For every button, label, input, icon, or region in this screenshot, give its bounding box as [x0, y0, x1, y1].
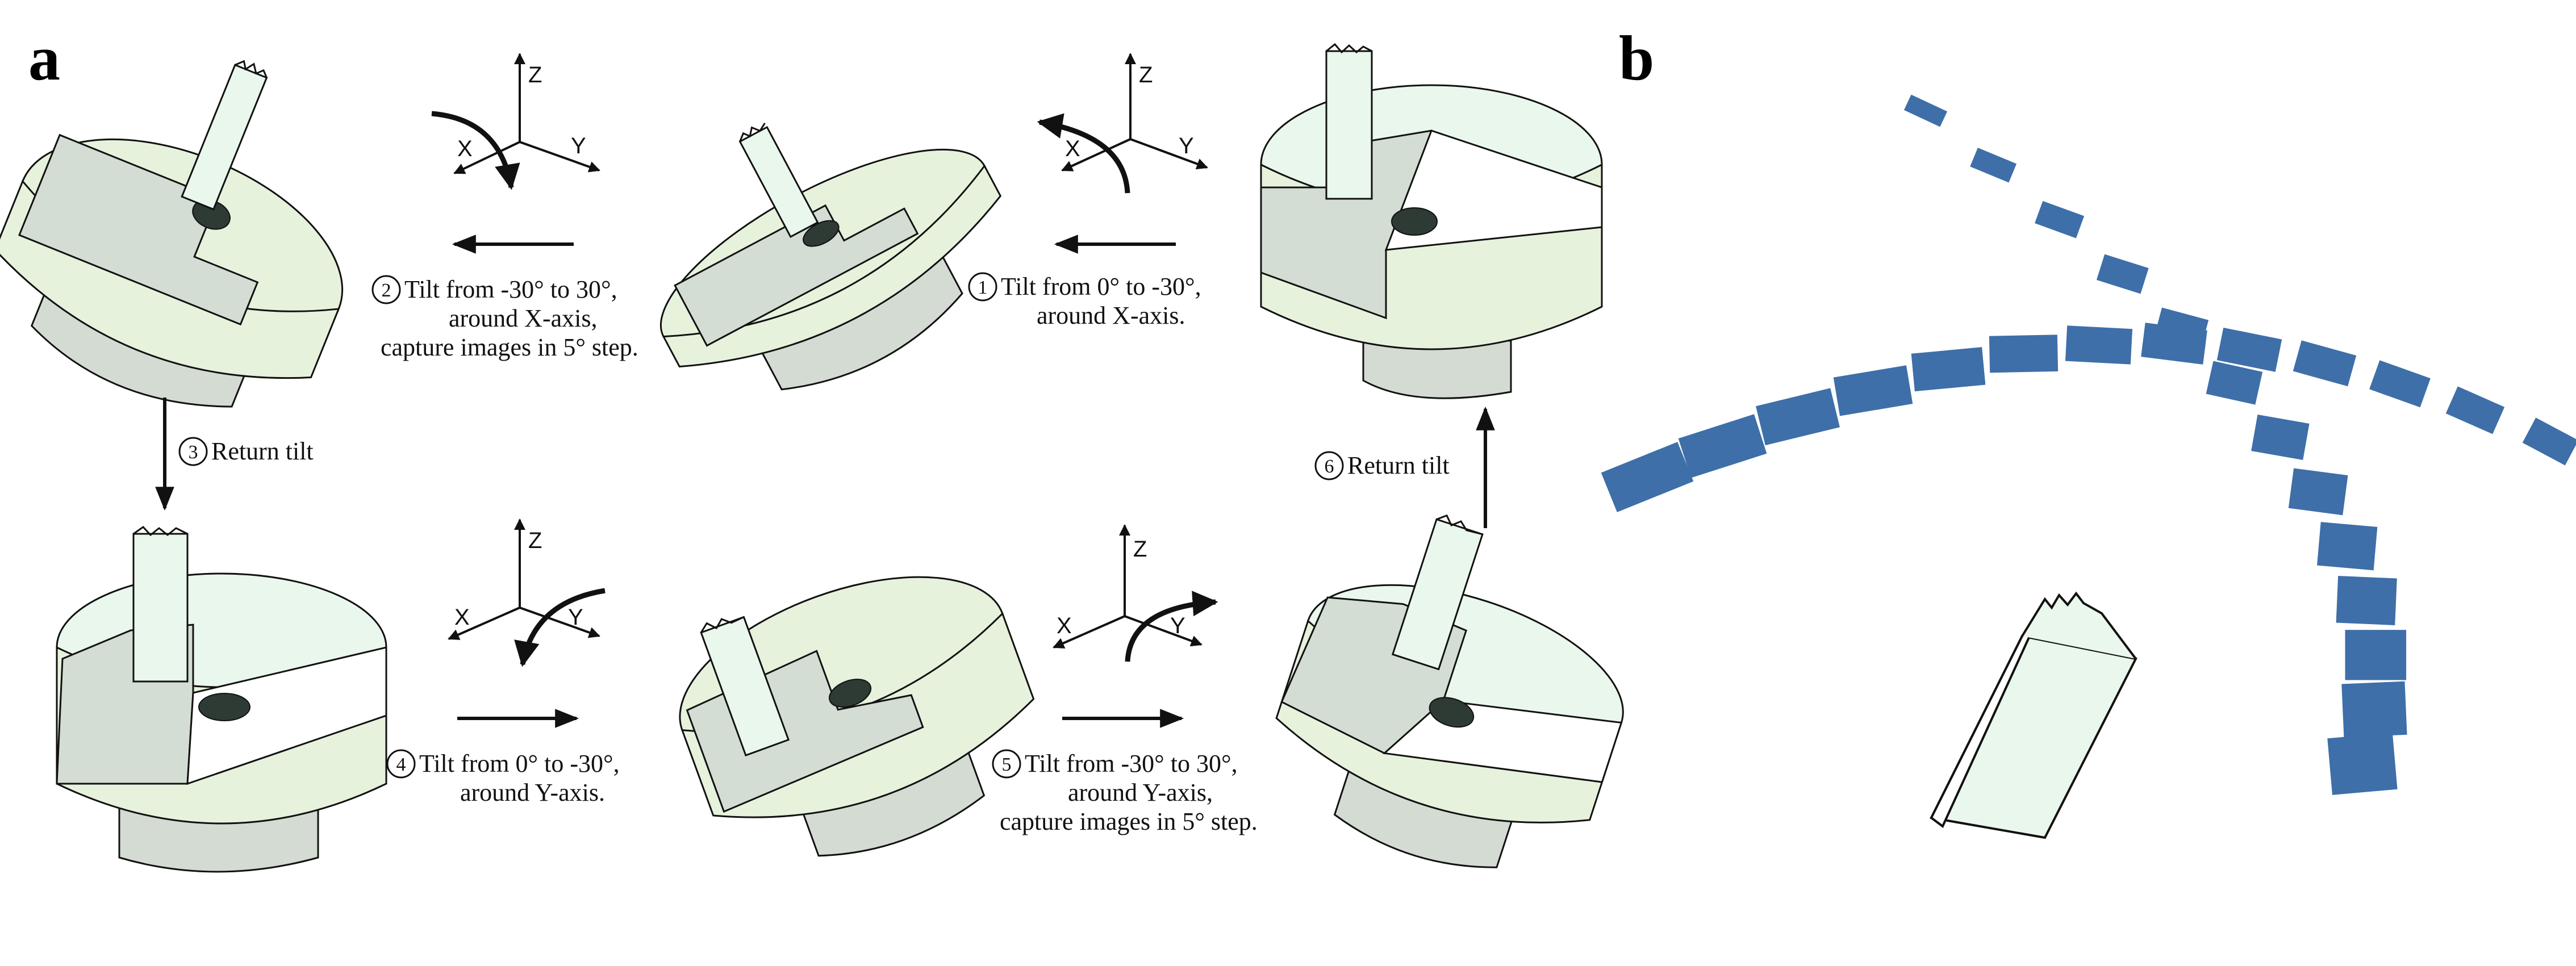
axis-y-label: Y — [1170, 613, 1185, 638]
step-2-number: 2 — [382, 280, 391, 301]
step-6-number: 6 — [1325, 456, 1334, 477]
step-5-line-3: capture images in 5° step. — [1000, 808, 1258, 835]
step-5-line-2: around Y-axis, — [1068, 779, 1213, 806]
sample-holder-bottom-right — [1275, 514, 1624, 868]
step-1-line-2: around X-axis. — [1037, 302, 1185, 329]
step-3-caption: 3 Return tilt — [178, 437, 314, 466]
tilt-tile — [2327, 733, 2398, 795]
tilt-tile — [2154, 307, 2209, 350]
step-3-line-1: Return tilt — [211, 437, 314, 465]
tilt-tile — [1903, 94, 1948, 127]
tilt-tile — [1756, 388, 1840, 446]
tilt-tile — [1911, 347, 1986, 392]
step-2-line-3: capture images in 5° step. — [381, 333, 638, 361]
step-1-line-1: Tilt from 0° to -30°, — [1001, 273, 1201, 300]
axis-triad-icon: Z X Y — [1053, 524, 1218, 662]
tilt-tile — [1678, 414, 1767, 478]
step-2-line-2: around X-axis, — [449, 304, 598, 332]
axis-x-label: X — [454, 605, 470, 630]
tilt-tile — [2251, 414, 2310, 461]
tilt-tile — [2096, 254, 2149, 294]
rotation-arrow-icon — [431, 111, 520, 190]
axis-y-label: Y — [571, 133, 586, 158]
axis-x-label: X — [1057, 613, 1072, 638]
step-3-number: 3 — [189, 442, 198, 463]
sample-holder-top-left — [0, 60, 344, 408]
axis-triad-icon: Z X Y — [1037, 53, 1208, 194]
tilt-tile — [1970, 148, 2017, 183]
step-6-caption: 6 Return tilt — [1314, 451, 1450, 480]
step-1-caption: 1 Tilt from 0° to -30°, around X-axis. — [968, 272, 1201, 329]
panel-label-b: b — [1619, 23, 1654, 94]
tilt-tile — [2206, 361, 2263, 405]
tilt-tile — [2293, 340, 2357, 387]
sample-lamella-icon — [1930, 591, 2137, 839]
tilt-tile — [2522, 417, 2576, 466]
step-4-number: 4 — [396, 754, 406, 775]
tilt-tile — [2288, 468, 2348, 516]
tilt-tile — [2336, 576, 2397, 625]
axis-y-label: Y — [568, 605, 583, 630]
tilt-tile — [1601, 442, 1694, 512]
sample-holder-bottom-middle — [679, 576, 1035, 857]
step-1-number: 1 — [978, 277, 988, 298]
axis-y-label: Y — [1179, 133, 1194, 158]
step-6-line-1: Return tilt — [1347, 451, 1450, 479]
axis-triad-icon: Z X Y — [431, 53, 600, 190]
axis-z-label: Z — [1139, 62, 1153, 87]
rotation-arrow-icon — [1037, 113, 1130, 194]
step-4-caption: 4 Tilt from 0° to -30°, around Y-axis. — [386, 749, 620, 806]
step-4-line-1: Tilt from 0° to -30°, — [419, 750, 620, 777]
tilt-tile — [2445, 386, 2505, 434]
step-2-line-1: Tilt from -30° to 30°, — [404, 275, 617, 303]
sample-holder-top-right — [1260, 43, 1603, 399]
rotation-arrow-icon — [514, 588, 606, 667]
axis-x-label: X — [457, 136, 473, 161]
panel-label-a: a — [28, 23, 60, 94]
tilt-coverage-tiles — [1601, 94, 2576, 795]
axis-triad-icon: Z X Y — [448, 518, 606, 667]
tilt-tile — [2317, 522, 2378, 571]
axis-x-label: X — [1065, 136, 1080, 161]
step-4-line-2: around Y-axis. — [460, 779, 605, 806]
axis-z-label: Z — [528, 62, 542, 87]
axis-z-label: Z — [1133, 537, 1147, 562]
tilt-tile — [1989, 334, 2059, 373]
rotation-arrow-icon — [1125, 591, 1218, 662]
tilt-tile — [2345, 630, 2407, 680]
tilt-tile — [2065, 325, 2133, 365]
axis-z-label: Z — [528, 528, 542, 553]
tilt-tile — [1833, 365, 1913, 416]
step-5-caption: 5 Tilt from -30° to 30°, around Y-axis, … — [992, 749, 1258, 835]
sample-holder-top-middle — [659, 122, 1002, 391]
tilt-tile — [2369, 360, 2431, 408]
sample-holder-bottom-left — [56, 526, 387, 873]
step-5-line-1: Tilt from -30° to 30°, — [1025, 750, 1238, 777]
tilt-tile — [2341, 681, 2407, 738]
tilt-tile — [2035, 200, 2085, 239]
tilt-tile — [2216, 327, 2282, 372]
step-5-number: 5 — [1002, 754, 1012, 775]
step-2-caption: 2 Tilt from -30° to 30°, around X-axis, … — [371, 275, 638, 361]
